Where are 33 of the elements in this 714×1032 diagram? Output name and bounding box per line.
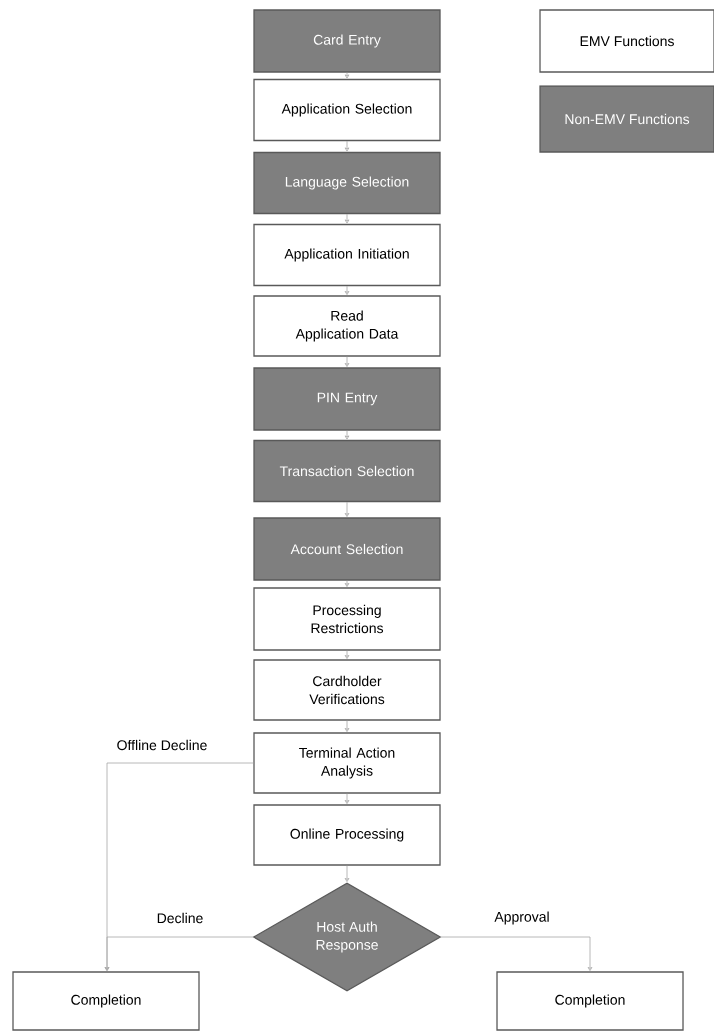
process-box: Online Processing [253, 804, 441, 866]
edge-label: Offline Decline [115, 738, 209, 752]
process-box: Cardholder Verifications [253, 659, 441, 721]
process-box: Card Entry [253, 9, 441, 73]
arrow [344, 430, 350, 440]
arrow [344, 213, 350, 224]
process-box: Application Selection [253, 78, 441, 142]
arrow [440, 936, 593, 971]
arrow [344, 72, 350, 79]
arrow [344, 356, 350, 367]
process-box: Terminal Action Analysis [253, 732, 441, 794]
arrow [344, 865, 350, 882]
arrow [344, 793, 350, 804]
process-box: Application Initiation [253, 223, 441, 287]
legend-item: EMV Functions [539, 9, 714, 73]
process-box: Transaction Selection [253, 439, 441, 503]
arrow [344, 285, 350, 295]
arrow [344, 140, 350, 152]
process-box: Processing Restrictions [253, 587, 441, 651]
legend-item: Non-EMV Functions [539, 85, 714, 153]
edge-label: Decline [155, 911, 205, 925]
process-box: Read Application Data [253, 295, 441, 357]
arrow [344, 650, 350, 659]
edge-label: Approval [493, 910, 551, 926]
arrow [344, 501, 350, 517]
process-box: Completion [496, 971, 684, 1031]
arrow [104, 936, 254, 971]
arrow [344, 720, 350, 732]
process-box: PIN Entry [253, 367, 441, 431]
process-box: Language Selection [253, 151, 441, 215]
arrow [344, 580, 350, 587]
process-box: Account Selection [253, 517, 441, 581]
process-box: Completion [12, 971, 200, 1031]
